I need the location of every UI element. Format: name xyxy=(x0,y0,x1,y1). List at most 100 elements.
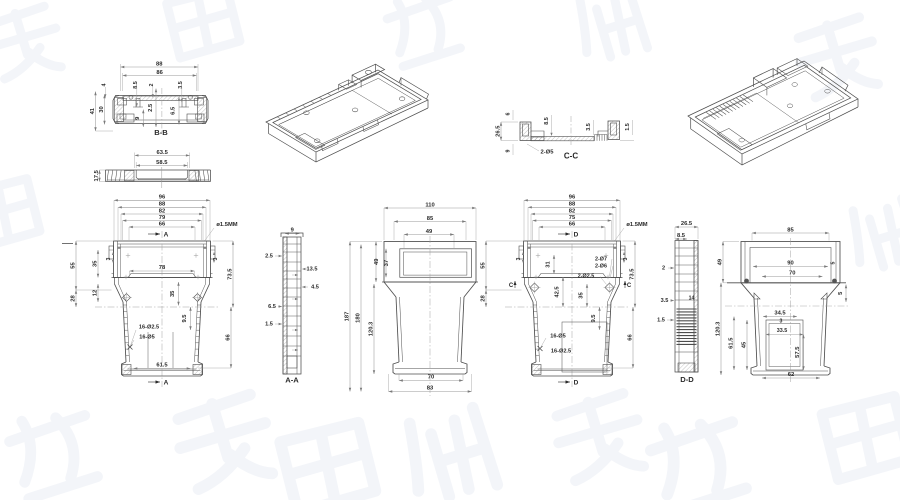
svg-text:28: 28 xyxy=(480,295,486,302)
svg-text:8.5: 8.5 xyxy=(677,233,686,239)
svg-text:66: 66 xyxy=(225,334,231,341)
svg-text:13.5: 13.5 xyxy=(307,267,318,273)
svg-text:28: 28 xyxy=(70,295,76,302)
svg-text:16-Ø2.5: 16-Ø2.5 xyxy=(139,325,159,331)
svg-text:C: C xyxy=(627,283,632,289)
svg-text:26.5: 26.5 xyxy=(495,125,501,137)
svg-text:61.5: 61.5 xyxy=(728,337,734,349)
svg-text:37: 37 xyxy=(384,260,390,266)
svg-text:79: 79 xyxy=(159,215,166,221)
svg-text:82: 82 xyxy=(159,208,165,214)
svg-text:63.5: 63.5 xyxy=(157,150,169,156)
svg-text:88: 88 xyxy=(569,202,576,208)
svg-text:180: 180 xyxy=(355,313,361,323)
svg-text:6.5: 6.5 xyxy=(171,106,177,115)
svg-text:16-Ø5: 16-Ø5 xyxy=(139,335,155,341)
svg-text:96: 96 xyxy=(569,195,576,201)
svg-text:1.5: 1.5 xyxy=(657,318,665,324)
svg-text:66: 66 xyxy=(159,221,166,227)
svg-text:83: 83 xyxy=(427,386,434,392)
svg-text:187: 187 xyxy=(344,312,350,322)
svg-text:88: 88 xyxy=(156,61,163,67)
svg-text:73.5: 73.5 xyxy=(227,268,233,280)
svg-text:ø1.5MM: ø1.5MM xyxy=(626,222,647,228)
svg-text:14: 14 xyxy=(689,296,695,302)
svg-text:2.5: 2.5 xyxy=(265,254,273,260)
svg-text:2-Ø7: 2-Ø7 xyxy=(595,257,607,263)
svg-text:57.5: 57.5 xyxy=(795,346,801,358)
svg-text:49: 49 xyxy=(374,258,380,265)
svg-text:66: 66 xyxy=(569,221,576,227)
svg-text:1.5: 1.5 xyxy=(265,322,273,328)
svg-text:120.3: 120.3 xyxy=(368,321,374,336)
svg-text:16-Ø2.5: 16-Ø2.5 xyxy=(551,349,571,355)
svg-text:42.5: 42.5 xyxy=(554,286,560,298)
svg-text:D: D xyxy=(574,380,579,387)
svg-text:C-C: C-C xyxy=(564,152,578,161)
svg-text:3: 3 xyxy=(106,257,112,260)
svg-text:2-Ø5: 2-Ø5 xyxy=(541,150,555,156)
svg-text:17.5: 17.5 xyxy=(94,169,100,181)
svg-text:A-A: A-A xyxy=(285,376,299,385)
svg-text:C: C xyxy=(509,283,514,289)
svg-text:9: 9 xyxy=(135,116,141,120)
svg-text:85: 85 xyxy=(427,216,434,222)
svg-text:9.5: 9.5 xyxy=(182,314,188,323)
svg-text:85: 85 xyxy=(787,227,794,233)
svg-text:66: 66 xyxy=(627,334,633,341)
svg-text:35: 35 xyxy=(578,292,584,299)
svg-text:2-Ø2.5: 2-Ø2.5 xyxy=(578,274,594,280)
svg-text:D-D: D-D xyxy=(680,375,694,384)
svg-text:1.5: 1.5 xyxy=(625,123,631,131)
svg-text:86: 86 xyxy=(156,70,163,76)
svg-text:A: A xyxy=(164,380,169,387)
svg-text:A: A xyxy=(164,232,169,239)
svg-text:31: 31 xyxy=(545,261,551,268)
svg-text:5: 5 xyxy=(831,261,837,264)
svg-text:3: 3 xyxy=(780,319,783,325)
svg-text:33.5: 33.5 xyxy=(777,328,788,334)
svg-text:12: 12 xyxy=(92,290,98,296)
svg-text:55: 55 xyxy=(480,262,486,269)
svg-text:35: 35 xyxy=(170,290,176,297)
svg-text:6: 6 xyxy=(506,113,512,116)
svg-text:D: D xyxy=(574,232,579,239)
svg-text:58.5: 58.5 xyxy=(156,160,168,166)
svg-text:2: 2 xyxy=(149,84,155,87)
svg-text:96: 96 xyxy=(159,195,166,201)
svg-text:82: 82 xyxy=(569,208,575,214)
svg-text:3.5: 3.5 xyxy=(661,298,669,304)
svg-text:30: 30 xyxy=(99,106,105,112)
svg-text:3: 3 xyxy=(516,257,522,260)
svg-text:3: 3 xyxy=(623,257,629,260)
svg-text:110: 110 xyxy=(425,202,434,208)
svg-text:5: 5 xyxy=(838,291,844,295)
svg-text:9: 9 xyxy=(506,150,512,153)
svg-text:45: 45 xyxy=(741,341,747,348)
svg-text:3.5: 3.5 xyxy=(178,81,184,89)
svg-text:16-Ø5: 16-Ø5 xyxy=(550,334,566,340)
svg-text:35: 35 xyxy=(92,260,98,267)
svg-text:B-B: B-B xyxy=(154,128,168,137)
svg-text:78: 78 xyxy=(159,265,166,271)
svg-text:120.3: 120.3 xyxy=(715,321,721,336)
svg-text:62: 62 xyxy=(788,372,794,378)
svg-text:8.5: 8.5 xyxy=(544,117,550,125)
svg-text:3.5: 3.5 xyxy=(586,123,592,131)
svg-text:9.5: 9.5 xyxy=(591,314,597,323)
svg-text:6.5: 6.5 xyxy=(268,304,276,310)
svg-text:61.5: 61.5 xyxy=(156,363,168,369)
svg-text:55: 55 xyxy=(70,262,76,269)
svg-text:34.5: 34.5 xyxy=(774,311,786,317)
svg-text:49: 49 xyxy=(717,258,723,265)
svg-text:41: 41 xyxy=(90,107,96,114)
svg-text:75: 75 xyxy=(569,215,576,221)
svg-text:26.5: 26.5 xyxy=(681,221,693,227)
svg-text:ø1.5MM: ø1.5MM xyxy=(216,222,237,228)
svg-text:49: 49 xyxy=(426,229,433,235)
svg-text:70: 70 xyxy=(789,271,795,277)
svg-text:9: 9 xyxy=(291,228,295,234)
svg-text:70: 70 xyxy=(428,375,434,381)
svg-text:73.5: 73.5 xyxy=(629,268,635,280)
svg-text:3: 3 xyxy=(213,257,219,260)
